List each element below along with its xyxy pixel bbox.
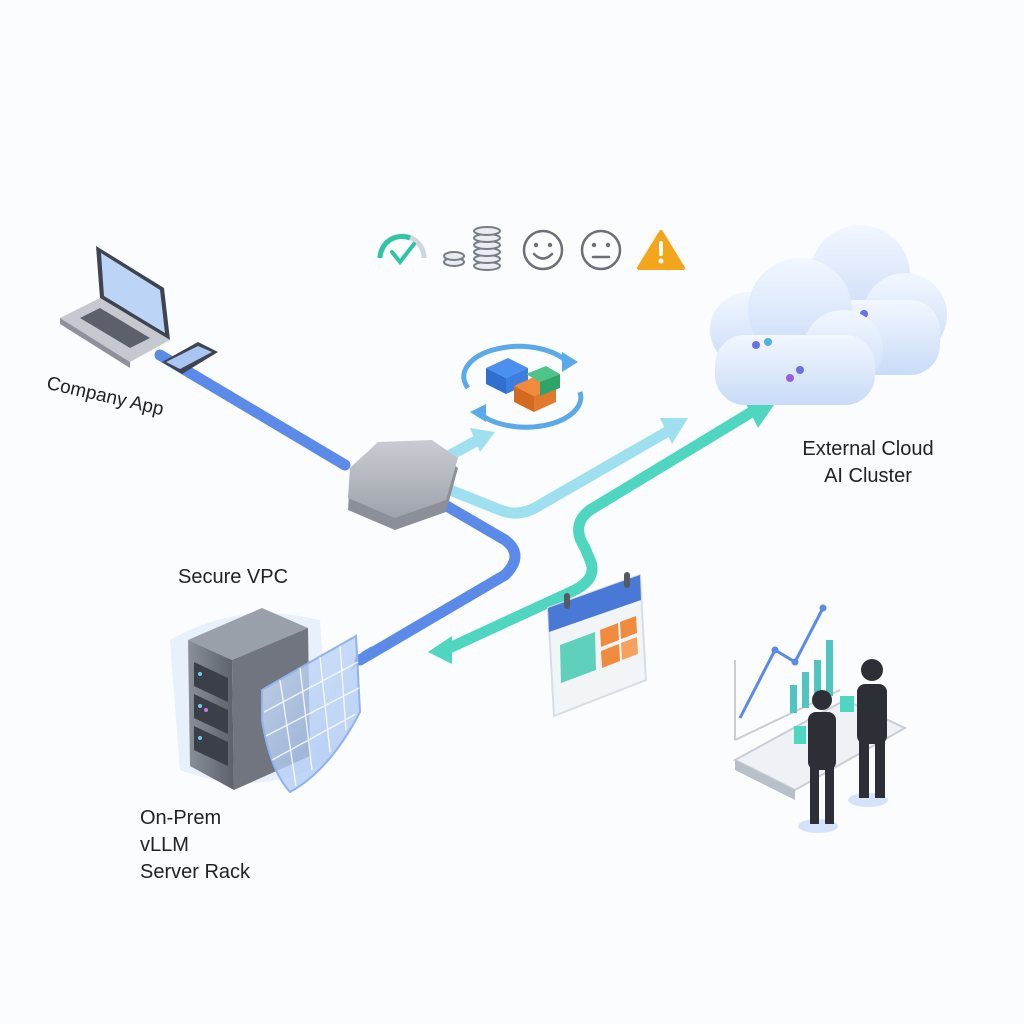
external-cloud-label: External Cloud AI Cluster <box>802 438 934 487</box>
person-icon <box>794 690 838 833</box>
phone-icon <box>162 342 218 374</box>
server-rack-icon <box>170 608 330 790</box>
coin-stack-icon <box>443 226 501 271</box>
on-prem-label: On-Prem vLLM Server Rack <box>140 807 251 883</box>
smiley-happy-icon <box>522 229 564 271</box>
shield-icon <box>261 634 362 794</box>
gateway-hub <box>348 440 458 530</box>
check-gauge-icon <box>377 233 427 266</box>
secure-vpc-label: Secure VPC <box>178 566 289 588</box>
laptop-icon <box>60 246 170 368</box>
person-icon <box>840 659 888 807</box>
smiley-neutral-icon <box>580 229 622 271</box>
warning-triangle-icon <box>637 230 685 270</box>
light-cyan-flow-arrow <box>442 418 688 519</box>
model-switch-icon <box>461 343 584 430</box>
calendar-icon <box>546 572 648 718</box>
cloud-cluster-icon <box>710 225 947 405</box>
